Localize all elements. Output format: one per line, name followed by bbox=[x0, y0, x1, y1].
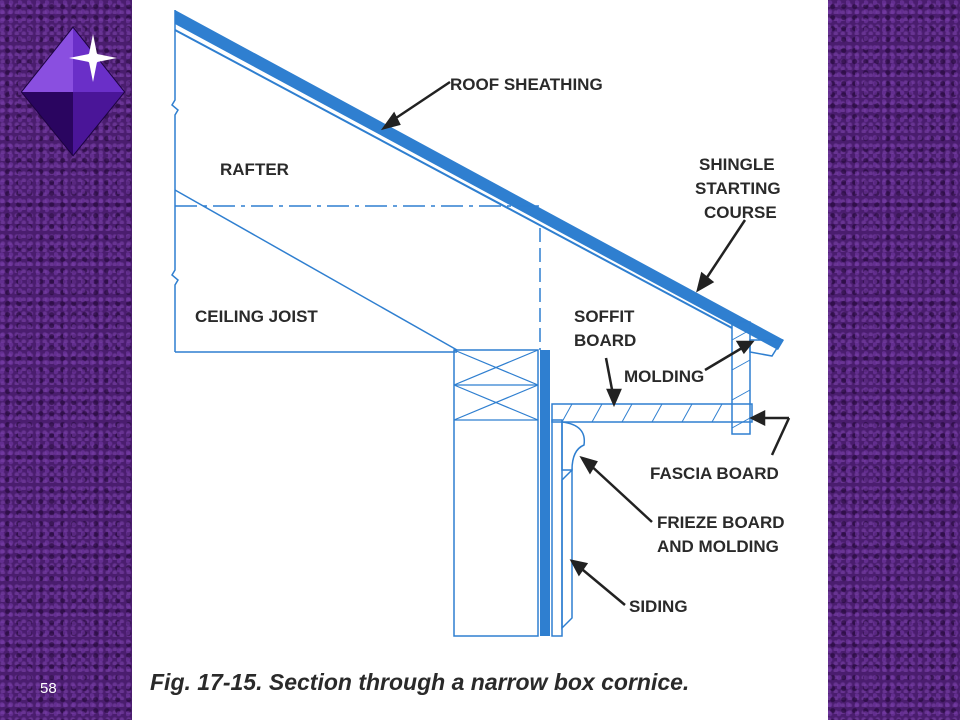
frieze-board bbox=[551, 419, 563, 637]
label-siding: SIDING bbox=[629, 597, 688, 616]
label-shingle-2: STARTING bbox=[695, 179, 781, 198]
label-soffit-2: BOARD bbox=[574, 331, 636, 350]
roof-sheathing-shape bbox=[175, 10, 784, 350]
diamond-logo-icon bbox=[20, 26, 126, 157]
wall-stud bbox=[453, 349, 539, 637]
wall-sheathing bbox=[540, 350, 550, 636]
label-roof-sheathing: ROOF SHEATHING bbox=[450, 75, 603, 94]
figure-caption: Fig. 17-15. Section through a narrow box… bbox=[150, 669, 689, 695]
label-rafter: RAFTER bbox=[220, 160, 289, 179]
fascia-board bbox=[731, 321, 751, 435]
label-shingle-1: SHINGLE bbox=[699, 155, 775, 174]
break-line bbox=[171, 10, 179, 352]
wall-x-2 bbox=[453, 349, 539, 386]
frieze-molding bbox=[561, 421, 586, 471]
wall-x-4 bbox=[453, 384, 539, 421]
diagram-panel: ROOF SHEATHING RAFTER SHINGLE STARTING C… bbox=[132, 0, 828, 720]
cornice-diagram: ROOF SHEATHING RAFTER SHINGLE STARTING C… bbox=[150, 10, 791, 695]
label-frieze-2: AND MOLDING bbox=[657, 537, 779, 556]
label-soffit-1: SOFFIT bbox=[574, 307, 635, 326]
label-frieze-1: FRIEZE BOARD bbox=[657, 513, 785, 532]
label-molding: MOLDING bbox=[624, 367, 704, 386]
siding-shape bbox=[561, 468, 573, 630]
soffit-board bbox=[551, 403, 753, 423]
label-fascia-board: FASCIA BOARD bbox=[650, 464, 779, 483]
label-ceiling-joist: CEILING JOIST bbox=[195, 307, 318, 326]
fascia-molding bbox=[749, 339, 784, 357]
page-number: 58 bbox=[40, 680, 57, 697]
rafter-bottom-edge bbox=[174, 29, 733, 329]
label-shingle-3: COURSE bbox=[704, 203, 777, 222]
ceiling-joist-slope bbox=[174, 189, 458, 351]
